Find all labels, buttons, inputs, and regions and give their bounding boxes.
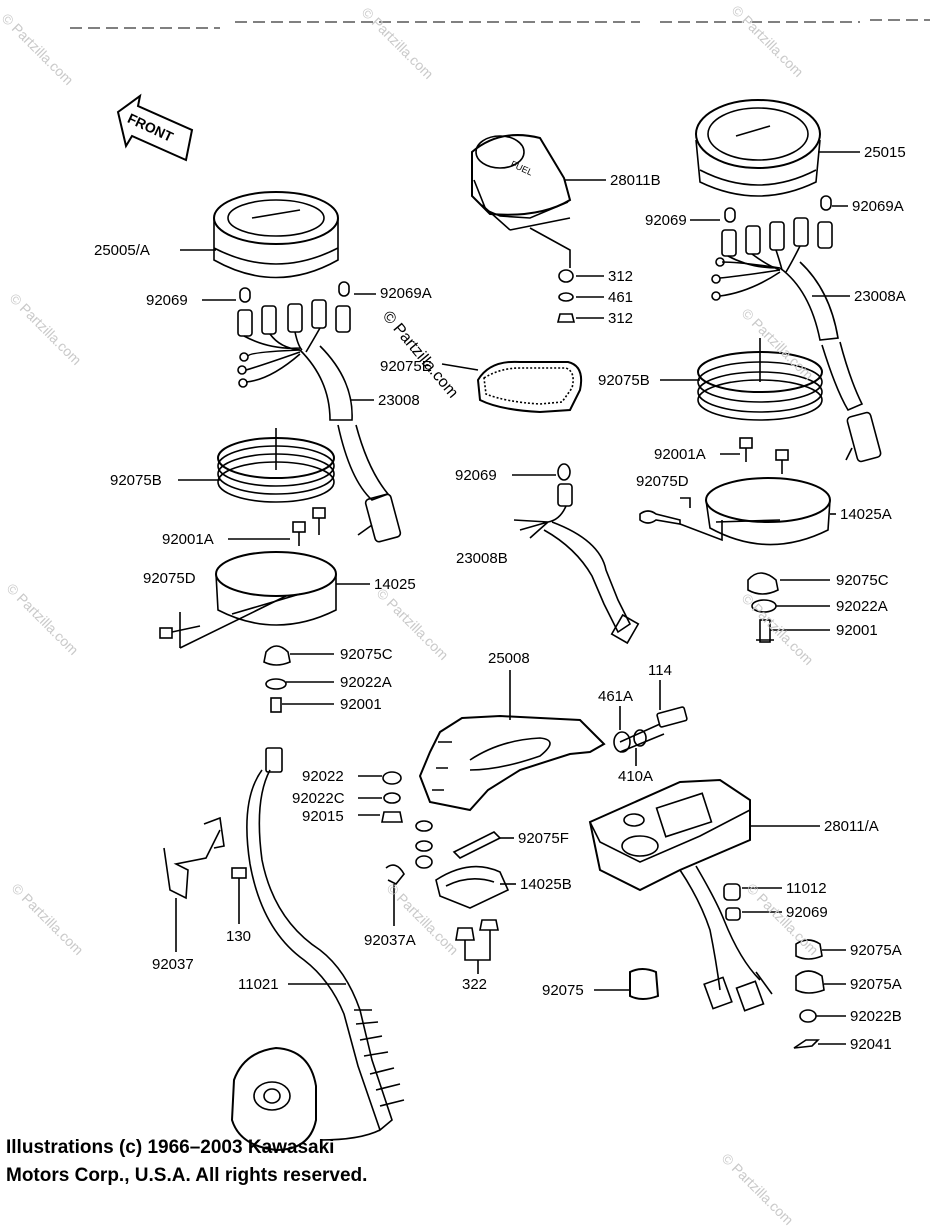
fuel-gauge xyxy=(471,134,576,323)
part-label-23008B: 23008B xyxy=(456,550,508,567)
part-label-92022A: 92022A xyxy=(340,674,392,691)
part-label-92069A: 92069A xyxy=(852,198,904,215)
front-arrow-icon xyxy=(116,93,194,162)
part-label-92037A: 92037A xyxy=(364,932,416,949)
part-label-92015: 92015 xyxy=(302,808,344,825)
indicator-housing xyxy=(588,778,773,1012)
copyright-line-1: Illustrations (c) 1966–2003 Kawasaki xyxy=(6,1137,335,1158)
part-label-92069: 92069 xyxy=(146,292,188,309)
copyright-line-2: Motors Corp., U.S.A. All rights reserved… xyxy=(6,1165,368,1186)
part-label-92075D: 92075D xyxy=(636,473,689,490)
wire-harness-middle xyxy=(513,463,640,645)
part-label-14025A: 14025A xyxy=(840,506,892,523)
part-label-92075B: 92075B xyxy=(110,472,162,489)
meter-case-left xyxy=(215,551,337,626)
part-label-25005A: 25005/A xyxy=(94,242,150,259)
part-label-14025: 14025 xyxy=(374,576,416,593)
part-label-92022A: 92022A xyxy=(836,598,888,615)
part-label-461A: 461A xyxy=(598,688,634,705)
part-label-92075A: 92075A xyxy=(850,942,902,959)
part-label-322: 322 xyxy=(462,976,488,993)
part-label-92075: 92075 xyxy=(542,982,584,999)
parts-diagram: FUEL xyxy=(70,19,930,1152)
speedometer-gauge-left xyxy=(213,191,339,279)
part-label-461: 461 xyxy=(608,289,634,306)
part-label-92022: 92022 xyxy=(302,768,344,785)
part-label-28011A: 28011/A xyxy=(824,818,879,835)
rubber-ring-left xyxy=(217,428,335,503)
part-label-92075C: 92075C xyxy=(836,572,889,589)
part-label-23008: 23008 xyxy=(378,392,420,409)
tachometer-gauge xyxy=(695,99,821,197)
part-label-92075A: 92075A xyxy=(850,976,902,993)
part-label-92022B: 92022B xyxy=(850,1008,902,1025)
part-label-14025B: 14025B xyxy=(520,876,572,893)
part-label-92001: 92001 xyxy=(340,696,382,713)
part-label-92075B: 92075B xyxy=(598,372,650,389)
part-label-92075E: 92075E xyxy=(380,358,432,375)
bulb-sockets-right xyxy=(711,195,882,463)
part-label-92075F: 92075F xyxy=(518,830,569,847)
fuel-gauge-text: FUEL xyxy=(509,159,534,178)
part-label-92037: 92037 xyxy=(152,956,194,973)
part-label-92001A: 92001A xyxy=(162,531,214,548)
meter-case-right xyxy=(705,477,831,546)
part-label-312: 312 xyxy=(608,268,634,285)
part-label-28011B: 28011B xyxy=(610,172,661,189)
rubber-ring-right xyxy=(697,338,823,421)
part-label-92069: 92069 xyxy=(645,212,687,229)
part-label-114: 114 xyxy=(648,662,672,679)
part-label-23008A: 23008A xyxy=(854,288,906,305)
part-label-25015: 25015 xyxy=(864,144,906,161)
part-label-92022C: 92022C xyxy=(292,790,345,807)
speedometer-cable xyxy=(230,747,405,1152)
meter-bracket xyxy=(418,714,606,812)
part-label-11012: 11012 xyxy=(786,880,827,897)
part-label-92069A: 92069A xyxy=(380,285,432,302)
part-label-25008: 25008 xyxy=(488,650,530,667)
part-label-410A: 410A xyxy=(618,768,654,785)
part-label-92075D: 92075D xyxy=(143,570,196,587)
part-label-92001A: 92001A xyxy=(654,446,706,463)
part-label-92075C: 92075C xyxy=(340,646,393,663)
part-label-92069: 92069 xyxy=(455,467,497,484)
part-label-312: 312 xyxy=(608,310,634,327)
part-label-92041: 92041 xyxy=(850,1036,892,1053)
part-label-92001: 92001 xyxy=(836,622,878,639)
part-label-130: 130 xyxy=(226,928,252,945)
foam-pad xyxy=(476,360,583,414)
part-label-11021: 11021 xyxy=(238,976,279,993)
part-label-92069: 92069 xyxy=(786,904,828,921)
bulb-sockets-left xyxy=(237,281,402,543)
